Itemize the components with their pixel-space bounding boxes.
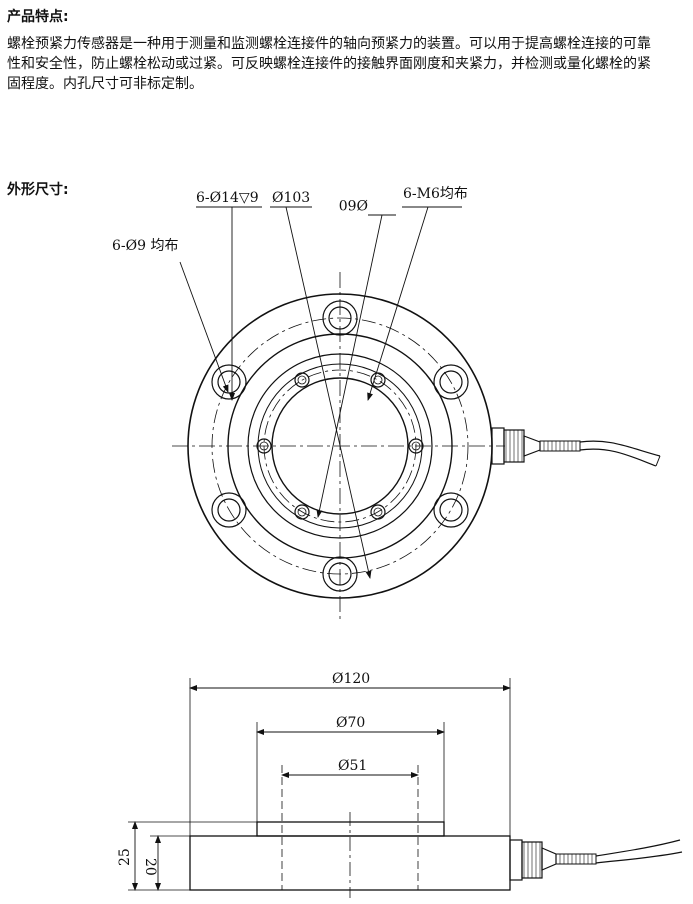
threaded-hole	[294, 372, 310, 388]
label-through-holes: 6-Ø9 均布	[112, 238, 178, 254]
counterbore-hole	[322, 556, 358, 592]
side-extension-lines	[128, 678, 511, 891]
label-bolt-circle: Ø103	[272, 190, 310, 206]
counterbore-hole-inner	[439, 370, 463, 394]
threaded-hole-inner	[259, 441, 269, 451]
side-cable-gland	[509, 839, 683, 881]
label-counterbore: 6-Ø14▽9	[196, 190, 259, 206]
counterbore-hole-inner	[439, 498, 463, 522]
label-boss-diameter: Ø70	[336, 715, 365, 731]
threaded-hole	[370, 504, 386, 520]
features-title: 产品特点:	[7, 9, 69, 25]
counterbore-hole	[433, 492, 469, 528]
threaded-hole-inner	[411, 441, 421, 451]
cable-gland	[491, 427, 661, 467]
counterbore-hole-inner	[217, 498, 241, 522]
counterbore-hole	[211, 492, 247, 528]
counterbore-hole	[433, 364, 469, 400]
threaded-hole-inner	[373, 507, 383, 517]
boss-circle	[227, 333, 453, 559]
top-view	[172, 206, 661, 620]
threaded-hole-inner	[297, 375, 307, 385]
threaded-hole	[294, 504, 310, 520]
label-outer-diameter: Ø120	[332, 671, 370, 687]
top-view-leaders	[179, 206, 462, 579]
counterbore-hole	[322, 300, 358, 336]
label-total-height: 25	[117, 848, 133, 866]
side-dimension-lines	[132, 685, 511, 891]
counterbore-hole-inner	[328, 306, 352, 330]
inner-ring-circle	[247, 353, 433, 539]
label-inner-circle: Ø60	[339, 196, 368, 212]
counterbore-holes	[211, 300, 469, 592]
side-view	[128, 678, 683, 898]
threaded-hole	[370, 372, 386, 388]
label-bore-diameter: Ø51	[338, 758, 367, 774]
threaded-hole-inner	[297, 507, 307, 517]
inner-ring-circle-2	[257, 363, 423, 529]
bore-circle	[271, 377, 409, 515]
features-description: 螺栓预紧力传感器是一种用于测量和监测螺栓连接件的轴向预紧力的装置。可以用于提高螺…	[7, 36, 651, 92]
label-base-height: 20	[142, 858, 158, 876]
bolt-circle-inner	[263, 369, 417, 523]
counterbore-hole-inner	[328, 562, 352, 586]
dimensions-title: 外形尺寸:	[7, 182, 69, 198]
threaded-holes	[256, 372, 424, 520]
threaded-hole	[256, 438, 272, 454]
threaded-hole	[408, 438, 424, 454]
bolt-circle-outer	[211, 317, 469, 575]
side-boss	[256, 821, 445, 837]
label-threaded-holes: 6-M6均布	[403, 186, 468, 202]
